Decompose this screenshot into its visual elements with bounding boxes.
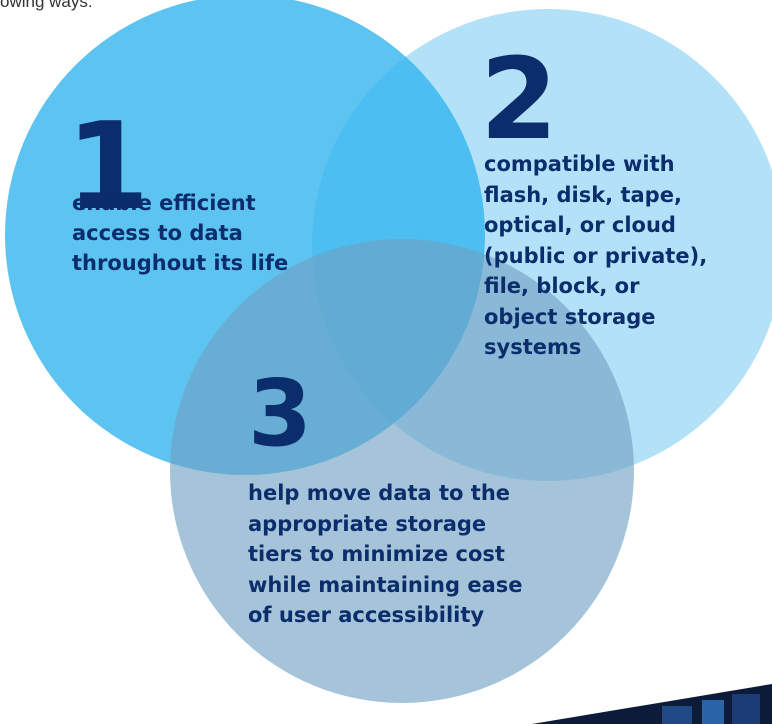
item-1-line: enable efficient	[72, 191, 256, 215]
item-2-line: object storage	[484, 304, 656, 329]
item-2-line: compatible with	[484, 152, 675, 176]
item-3-text: help move data to the appropriate storag…	[248, 478, 523, 631]
item-3-line: tiers to minimize cost	[248, 542, 505, 566]
item-1-text: enable efficient access to data througho…	[72, 188, 288, 278]
item-1-line: access to data	[72, 221, 243, 245]
item-2-line: file, block, or	[484, 274, 640, 298]
item-2-line: flash, disk, tape,	[484, 182, 682, 207]
item-3-line: of user accessibility	[248, 603, 485, 627]
number-1: 1	[66, 98, 149, 237]
item-3-line: while maintaining ease	[248, 572, 523, 597]
number-3: 3	[248, 360, 312, 467]
item-2-line: optical, or cloud	[484, 213, 676, 237]
item-2-text: compatible with flash, disk, tape, optic…	[484, 149, 707, 363]
item-2-line: systems	[484, 335, 582, 359]
item-3-line: appropriate storage	[248, 511, 487, 536]
corner-decoration	[532, 684, 772, 724]
item-2-line: (public or private),	[484, 243, 708, 268]
item-1-line: throughout its life	[72, 251, 289, 275]
item-3-line: help move data to the	[248, 481, 511, 505]
circle-3	[170, 239, 634, 703]
number-2: 2	[480, 35, 558, 165]
intro-text: owing ways:	[0, 0, 93, 11]
